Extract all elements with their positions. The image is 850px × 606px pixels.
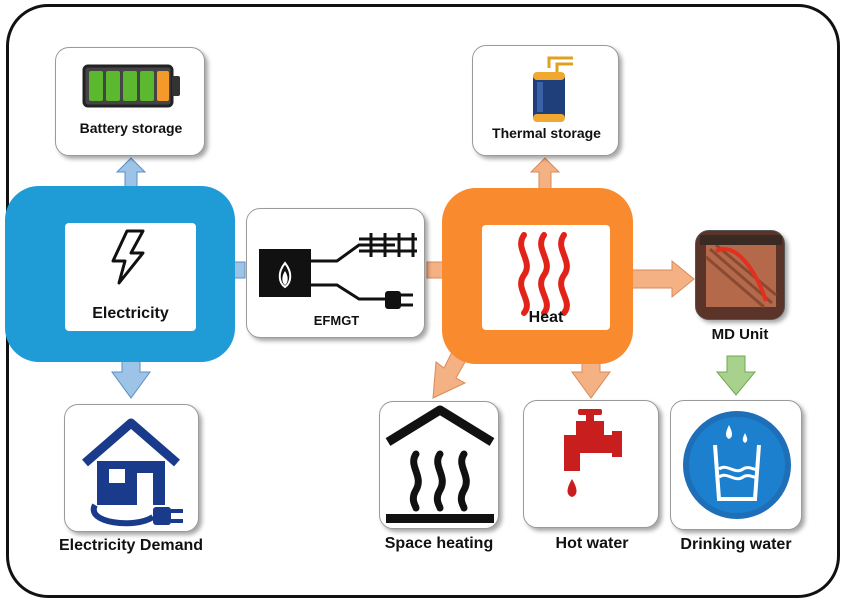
md-unit-label: MD Unit — [711, 326, 769, 343]
electricity-label: Electricity — [92, 305, 169, 322]
drinking-water-node — [670, 400, 802, 530]
thermal-tank-icon — [533, 56, 573, 122]
efmgt-icon — [259, 233, 417, 309]
arrow-heat-md — [631, 259, 695, 299]
electricity-demand-label: Electricity Demand — [58, 537, 204, 554]
drinking-water-label: Drinking water — [680, 536, 792, 553]
membrane-module-icon — [696, 231, 784, 319]
battery-storage-node: Battery storage — [55, 47, 205, 156]
hot-water-tap-icon — [564, 409, 622, 497]
drinking-water-icon — [683, 411, 791, 519]
floor-heating-icon — [385, 405, 495, 523]
electricity-demand-node — [64, 404, 199, 532]
heat-label: Heat — [528, 309, 564, 326]
heat-waves-icon — [518, 232, 570, 316]
hot-water-node — [523, 400, 659, 528]
lightning-icon — [111, 229, 145, 285]
space-heating-label: Space heating — [384, 535, 494, 552]
battery-storage-label: Battery storage — [79, 120, 183, 136]
thermal-storage-label: Thermal storage — [492, 125, 601, 141]
efmgt-node: EFMGT — [246, 208, 425, 338]
battery-icon — [82, 64, 180, 108]
md-unit-image — [695, 230, 785, 320]
efmgt-label: EFMGT — [313, 313, 360, 328]
arrow-md-drinking — [715, 355, 757, 396]
space-heating-node — [379, 401, 499, 529]
thermal-storage-node: Thermal storage — [472, 45, 619, 156]
hot-water-label: Hot water — [555, 535, 629, 552]
electricity-inner: Electricity — [65, 223, 196, 331]
heat-inner: Heat — [482, 225, 610, 330]
house-plug-icon — [82, 418, 183, 527]
